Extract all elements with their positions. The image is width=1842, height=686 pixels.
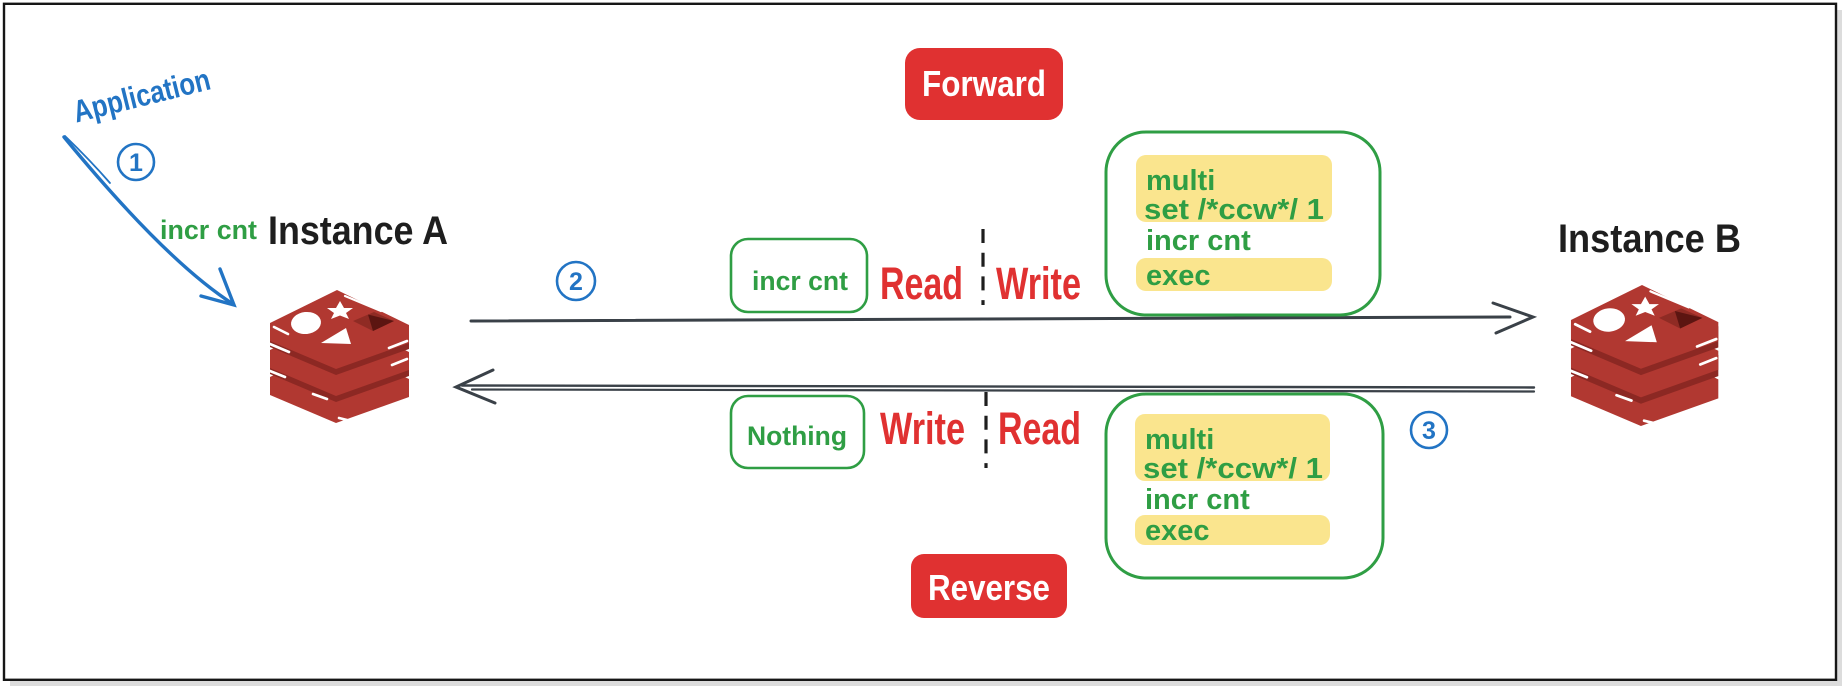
svg-text:Instance A: Instance A <box>268 209 448 253</box>
svg-text:Reverse: Reverse <box>928 567 1050 608</box>
svg-text:3: 3 <box>1422 417 1436 445</box>
svg-text:exec: exec <box>1146 260 1211 292</box>
svg-text:incr cnt: incr cnt <box>1145 484 1250 516</box>
svg-text:Forward: Forward <box>922 63 1046 104</box>
svg-text:1: 1 <box>129 149 143 177</box>
svg-text:Instance B: Instance B <box>1558 217 1741 261</box>
svg-text:Write: Write <box>996 258 1081 309</box>
svg-text:set /*ccw*/ 1: set /*ccw*/ 1 <box>1143 453 1323 485</box>
svg-text:2: 2 <box>569 268 583 296</box>
svg-text:multi: multi <box>1146 165 1215 197</box>
svg-text:multi: multi <box>1145 424 1214 456</box>
svg-text:incr cnt: incr cnt <box>752 266 848 296</box>
svg-text:Nothing: Nothing <box>747 421 847 451</box>
svg-text:Write: Write <box>880 403 965 454</box>
svg-text:exec: exec <box>1145 515 1210 547</box>
svg-text:set /*ccw*/ 1: set /*ccw*/ 1 <box>1144 194 1324 226</box>
svg-text:Read: Read <box>998 403 1081 454</box>
svg-text:incr cnt: incr cnt <box>1146 225 1251 257</box>
svg-text:incr cnt: incr cnt <box>160 215 257 245</box>
svg-text:Read: Read <box>880 258 963 309</box>
